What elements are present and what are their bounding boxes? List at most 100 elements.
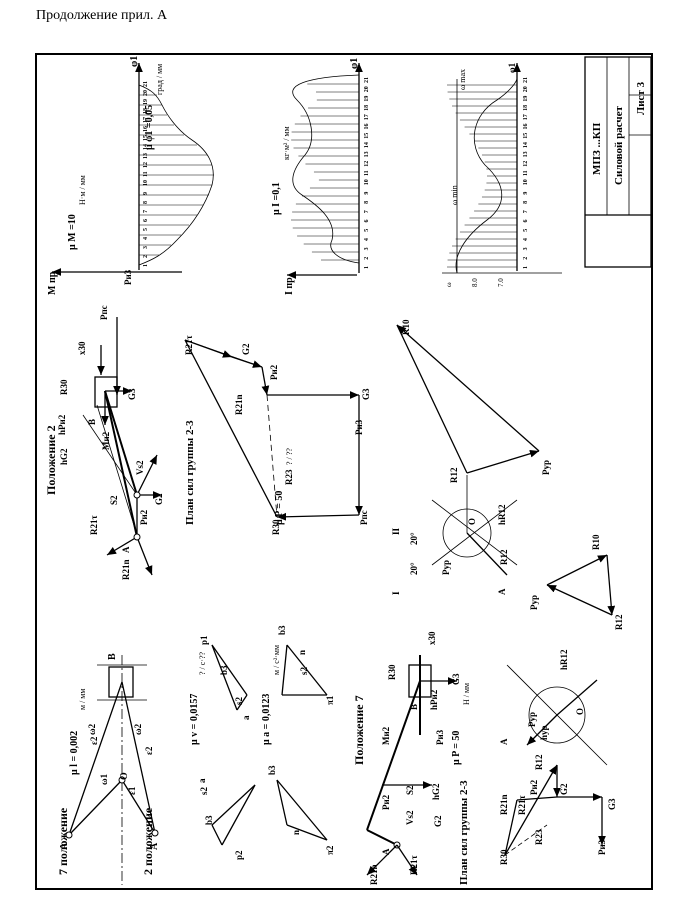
g3-tick-14: 14: [523, 142, 529, 148]
plan-top-mu-unit: ? / ??: [285, 448, 294, 465]
vel-p1: p1: [199, 635, 209, 645]
pos2-point-b: B: [87, 419, 97, 425]
g2-tick-16: 16: [364, 124, 370, 130]
plan-top-mu: μ P = 50: [274, 491, 285, 525]
crank-top-pur: Pур: [441, 560, 451, 575]
plan-top-r21n: R21n: [234, 394, 244, 415]
plan-top-g3: G3: [361, 388, 371, 400]
pos2-g3: G3: [127, 388, 137, 400]
tri-top-r12: R12: [449, 467, 459, 483]
g1-tick-4: 4: [143, 237, 149, 240]
mech-w2-top: ω2: [87, 723, 97, 735]
crank-bottom: hR12 O Pур hур A R12: [499, 649, 608, 770]
g1-tick-20: 20: [143, 90, 149, 96]
velocity-plans: μ v = 0,0157 ? / с·?? μ a = 0,0123 м / с…: [189, 625, 335, 860]
pos7-s2: S2: [405, 785, 415, 795]
g2-tick-10: 10: [364, 179, 370, 185]
plan-bottom-title: План сил группы 2-3: [458, 780, 470, 885]
tri-top-pur: Pур: [541, 460, 551, 475]
pos2-pn3: Pи3: [123, 269, 133, 285]
g1-tick-21: 21: [143, 81, 149, 87]
g2-tick-11: 11: [364, 170, 370, 176]
pos7-vs2: Vs2: [405, 810, 415, 825]
g2-tick-5: 5: [364, 229, 370, 232]
crank-top-a: A: [497, 588, 507, 595]
g3-tick-1: 1: [523, 266, 529, 269]
pos2-r30: R30: [59, 379, 69, 395]
g3-tick-2: 2: [523, 257, 529, 260]
g2-tick-18: 18: [364, 105, 370, 111]
plan-bottom-pn3: Pи3: [597, 839, 607, 855]
g2-tick-17: 17: [364, 114, 370, 120]
g2-tick-7: 7: [364, 210, 370, 213]
position-2-group: Положение 2 Pи3 Pпс x30 R30 G3 B hPи2 Mи…: [44, 269, 164, 580]
crank-bottom-pur: Pур: [527, 712, 537, 727]
g3-tick-13: 13: [523, 151, 529, 157]
mech-mu-l: μ l = 0,002: [69, 731, 80, 775]
g2-tick-9: 9: [364, 192, 370, 195]
mech-pos2-label: 2 положение: [141, 807, 155, 875]
tri-bottom-r12: R12: [614, 614, 624, 630]
graph-m-pr: M пр φ1 μ M =10 Н·м / мм μ φ1 =0,05 град…: [47, 56, 214, 295]
title-block-code: МПЗ ...КП: [591, 122, 603, 175]
pos2-point-a: A: [121, 546, 131, 553]
g1-tick-13: 13: [143, 153, 149, 159]
crank-top-roman2: II: [391, 527, 401, 535]
pos7-r30: R30: [387, 664, 397, 680]
g2-tick-20: 20: [364, 86, 370, 92]
g2-tick-12: 12: [364, 161, 370, 167]
pos2-hg2: hG2: [59, 448, 69, 465]
g3-omega-min: ω min: [450, 185, 459, 205]
g3-omega-max: ω max: [458, 69, 467, 90]
g1-tick-17: 17: [143, 117, 149, 123]
plan-top-g2: G2: [241, 343, 251, 355]
g1-x-axis-label: φ1: [129, 56, 140, 67]
g3-tick-3: 3: [523, 247, 529, 250]
mech-point-a2: A: [149, 842, 160, 850]
mu-v: μ v = 0,0157: [189, 694, 200, 745]
pos7-hpn2: hPи2: [429, 689, 439, 710]
g1-tick-1: 1: [143, 264, 149, 267]
g3-tick-8: 8: [523, 201, 529, 204]
plan-bottom-g2: G2: [559, 783, 569, 795]
g3-tick-10: 10: [523, 179, 529, 185]
title-block-sheet: Лист 3: [635, 81, 647, 115]
mu-a: μ a = 0,0123: [261, 694, 272, 745]
plan-bottom-g3: G3: [607, 798, 617, 810]
mech-pos7-label: 7 положение: [56, 807, 70, 875]
pos2-mn2: Mи2: [101, 431, 111, 450]
pos2-ppc: Pпс: [99, 305, 109, 320]
crank-bottom-hr12: hR12: [559, 649, 569, 670]
g2-tick-1: 1: [364, 266, 370, 269]
g2-tick-14: 14: [364, 142, 370, 148]
acc-b3-top: b3: [277, 625, 287, 635]
g1-scale-main-unit: Н·м / мм: [78, 175, 87, 205]
g3-tick-21: 21: [523, 77, 529, 83]
pos7-mn2: Mи2: [381, 726, 391, 745]
g3-tick-18: 18: [523, 105, 529, 111]
g1-tick-11: 11: [143, 171, 149, 177]
pos2-r21n: R21n: [121, 559, 131, 580]
pos7-r21t: R21τ: [409, 855, 419, 875]
plan-bottom-r23: R23: [534, 829, 544, 845]
plan-top-title: План сил группы 2-3: [184, 420, 196, 525]
tri-top-r10: R10: [401, 319, 411, 335]
g1-tick-15: 15: [143, 135, 149, 141]
g1-tick-3: 3: [143, 246, 149, 249]
acc-b3-bottom: b3: [267, 765, 277, 775]
pos7-hg2: hG2: [431, 783, 441, 800]
g3-y-tick-2: 8.0: [471, 278, 479, 287]
crank-top-r12: R12: [499, 549, 509, 565]
vel-b3-bottom: b3: [204, 815, 214, 825]
g3-x-axis-label: φ1: [507, 62, 517, 73]
plan-top-r21t: R21τ: [184, 335, 194, 355]
plan-bottom-r30: R30: [499, 849, 509, 865]
acc-s2-top: s2: [299, 666, 309, 675]
mech-point-o: O: [119, 772, 130, 780]
pos7-point-a: A: [381, 848, 391, 855]
plan-bottom-mu-unit: Н / мм: [462, 683, 471, 705]
acc-pi1: π1: [325, 695, 335, 705]
crank-top-angle2: 20°: [409, 532, 419, 545]
